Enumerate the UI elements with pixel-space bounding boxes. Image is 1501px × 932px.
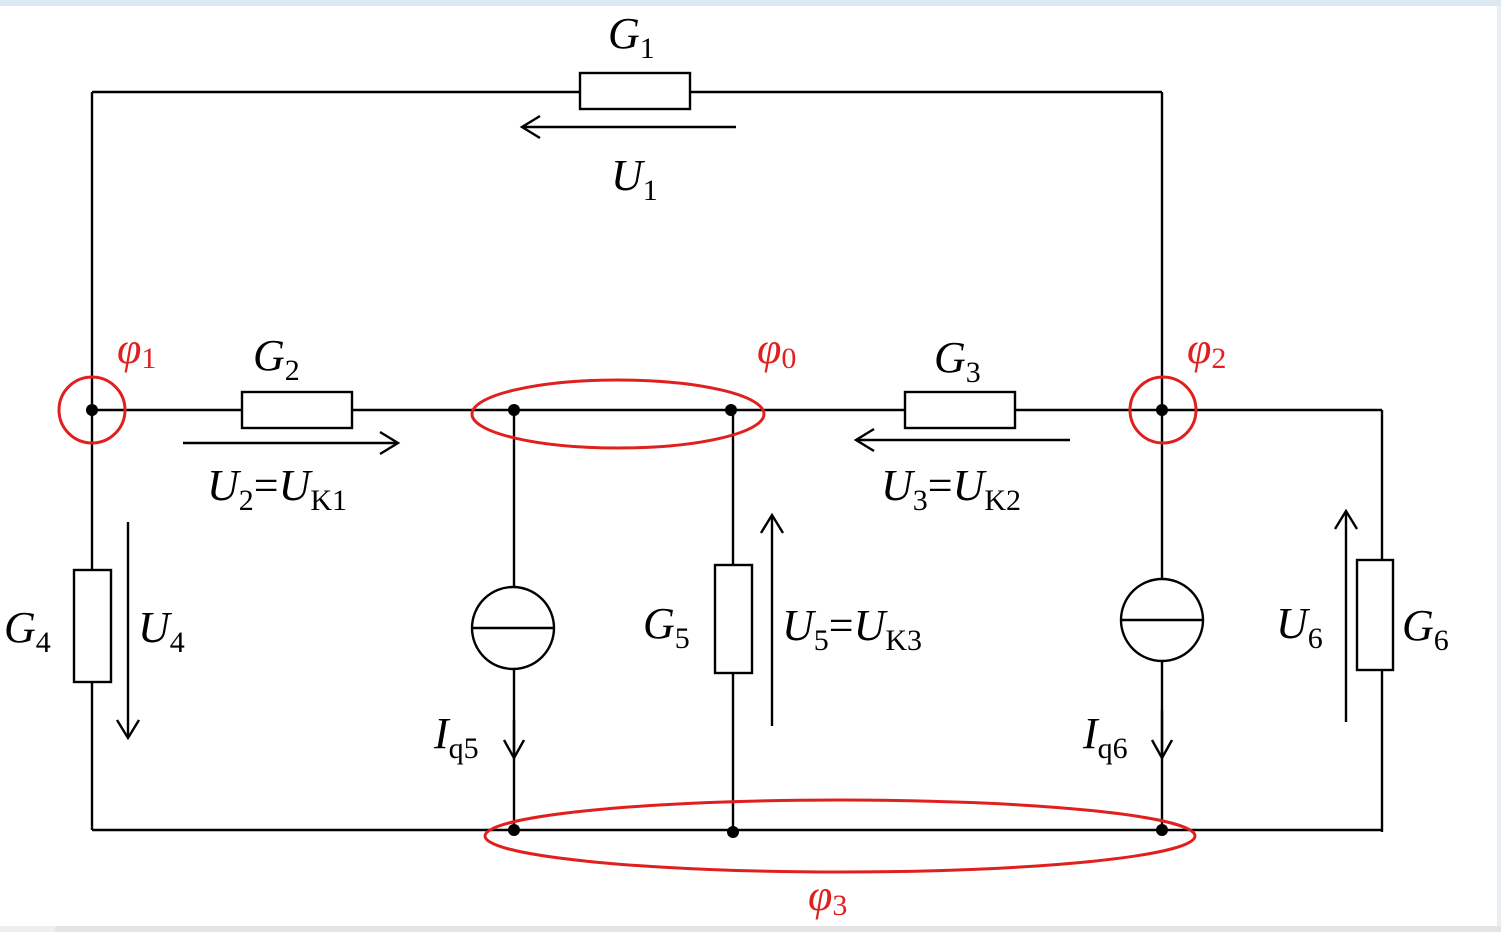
arrow-u4-icon — [115, 522, 141, 741]
label-u1: U1 — [611, 151, 658, 207]
labels: G1 U1 G2 G3 U2=UK1 U3=UK2 G4 U4 G5 U5=UK… — [4, 9, 1449, 922]
node-phi0-b — [725, 404, 737, 416]
node-phi2 — [1156, 404, 1168, 416]
nodes — [86, 404, 1168, 838]
label-g1: G1 — [608, 9, 655, 65]
arrow-u5-icon — [759, 512, 785, 726]
resistor-g4 — [72, 568, 113, 684]
node-phi3-c — [1156, 824, 1168, 836]
node-phi3-a — [508, 824, 520, 836]
arrow-iq5-icon — [502, 720, 526, 761]
label-g4: G4 — [4, 603, 51, 659]
highlight-phi0 — [470, 378, 766, 450]
node-phi3-b — [727, 826, 739, 838]
arrow-u1-icon — [519, 114, 736, 140]
potential-highlights — [57, 375, 1198, 874]
resistor-g5 — [713, 563, 754, 675]
scrollbar-thumb[interactable] — [0, 926, 55, 932]
label-g5: G5 — [643, 599, 690, 655]
highlight-phi1 — [57, 375, 127, 445]
arrow-iq6-icon — [1150, 710, 1174, 761]
arrow-u2-icon — [183, 430, 401, 456]
label-u6: U6 — [1276, 599, 1323, 655]
right-border — [1497, 6, 1501, 926]
label-g3: G3 — [934, 333, 981, 389]
label-u5-uk3: U5=UK3 — [782, 601, 922, 657]
label-u2-uk1: U2=UK1 — [207, 461, 347, 517]
node-phi0-a — [508, 404, 520, 416]
resistor-g1 — [578, 71, 692, 111]
label-g6: G6 — [1402, 601, 1449, 657]
resistors — [72, 71, 1395, 684]
arrow-u3-icon — [853, 427, 1070, 453]
resistor-g3 — [903, 390, 1017, 430]
top-border — [0, 0, 1501, 6]
current-source-iq6-icon — [1119, 577, 1205, 663]
label-u3-uk2: U3=UK2 — [881, 461, 1021, 517]
label-iq6: Iq6 — [1082, 709, 1128, 765]
current-sources — [470, 577, 1205, 671]
bottom-scrollbar[interactable] — [0, 926, 1501, 932]
label-u4: U4 — [138, 603, 185, 659]
label-phi2: φ2 — [1187, 324, 1226, 375]
arrows — [115, 114, 1359, 761]
label-phi1: φ1 — [117, 324, 156, 375]
arrow-u6-icon — [1333, 508, 1359, 722]
highlight-phi2 — [1128, 375, 1198, 445]
resistor-g6 — [1355, 558, 1395, 672]
label-phi0: φ0 — [757, 324, 796, 375]
label-phi3: φ3 — [808, 871, 847, 922]
node-phi1 — [86, 404, 98, 416]
label-iq5: Iq5 — [433, 709, 479, 765]
label-g2: G2 — [253, 331, 300, 387]
resistor-g2 — [240, 390, 354, 430]
highlight-phi3 — [483, 798, 1197, 874]
current-source-iq5-icon — [470, 585, 556, 671]
